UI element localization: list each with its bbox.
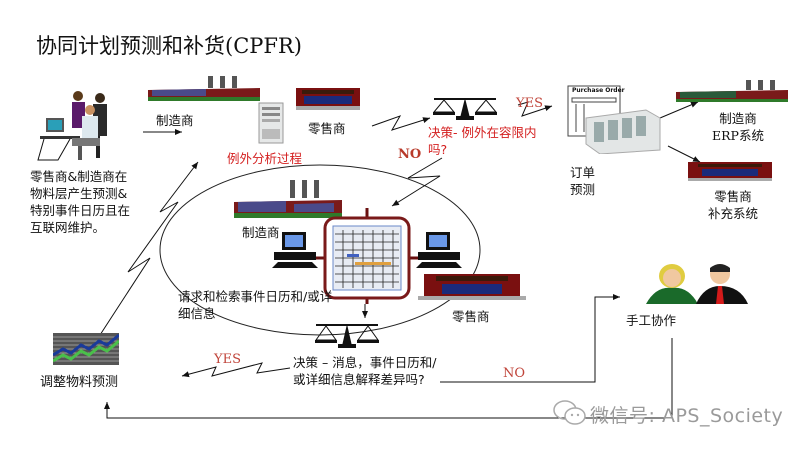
link-no-into-ellipse [391,157,443,207]
inner-retailer-label: 零售商 [452,309,490,324]
request-retrieve-label: 请求和检索事件日历和/或详 细信息 [178,289,333,321]
no-top-label: NO [398,147,422,162]
forecast-chart-icon [53,333,119,365]
people-at-computer-icon [37,91,107,161]
page-title: 协同计划预测和补货(CPFR) [36,34,302,58]
decision-top-label: 决策- 例外在容限内 吗? [428,125,537,157]
factory-icon [148,76,260,101]
link-yes-to-order [517,101,553,117]
watermark: 微信号: APS_Society [590,405,784,427]
balance-scale-icon [432,98,498,120]
exception-analysis-label: 例外分析过程 [227,151,303,166]
top-retailer-label: 零售商 [308,121,346,136]
manual-collab-people-icon [646,264,748,304]
retail-store-icon [296,88,360,110]
manual-collab-label: 手工协作 [626,313,677,328]
purchase-order-header: Purchase Order [572,87,625,94]
collab-people-caption: 零售商&制造商在 物料层产生预测& 特别事件日历且在 互联网维护。 [30,169,131,235]
computer-left-icon [272,232,318,268]
top-manufacturer-label: 制造商 [156,113,194,128]
arrow-to-replenishment [667,145,701,163]
decision-bottom-label: 决策 – 消息，事件日历和/ 或详细信息解释差异吗? [293,355,437,387]
calendar-grid-icon [323,216,411,300]
inner-retail-store-icon [418,274,526,300]
link-no-to-manual [440,294,620,383]
erp-factory-icon [676,80,788,102]
yes-bottom-label: YES [214,352,241,367]
arrow-to-erp [659,101,699,119]
manufacturer-erp-label: 制造商 ERP系统 [712,111,764,143]
inner-factory-icon [234,180,342,218]
yes-top-label: YES [516,96,543,111]
adjust-forecast-label: 调整物料预测 [40,375,119,390]
replenishment-store-icon [688,162,772,181]
wechat-icon [553,400,586,425]
link-yes-to-adjust [181,362,291,378]
order-forecast-label: 订单 预测 [570,165,596,197]
server-tower-icon [258,102,284,144]
link-adjust-to-exception [99,161,199,336]
computer-right-icon [416,232,462,268]
inner-manufacturer-label: 制造商 [242,225,280,240]
balance-scale-bottom-icon [315,324,379,348]
link-retailer-to-decision [371,115,431,131]
retailer-replenishment-label: 零售商 补充系统 [708,189,759,221]
no-bottom-label: NO [503,366,526,381]
purchase-order-server-icon [567,85,661,154]
link-manual-to-adjust [104,338,673,419]
